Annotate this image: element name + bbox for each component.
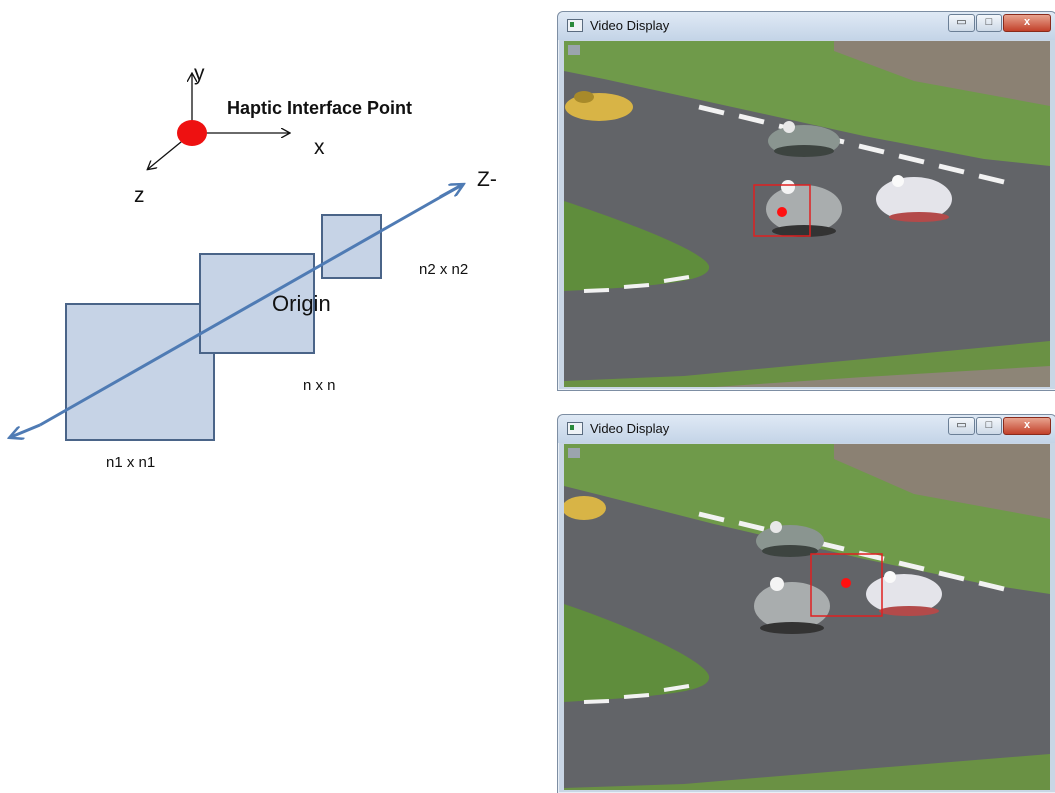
- app-icon: [567, 422, 583, 435]
- silver-car: [754, 577, 830, 634]
- video-frame: [564, 41, 1050, 387]
- haptic-point: [177, 120, 207, 146]
- point-label: Haptic Interface Point: [227, 98, 413, 118]
- size-n2-label: n2 x n2: [419, 261, 469, 278]
- minimize-button[interactable]: ▭: [948, 14, 975, 32]
- video-display-window-2[interactable]: Video Display ▭ □ x: [557, 414, 1055, 793]
- race-track-frame: [564, 444, 1050, 790]
- grey-car-far: [756, 521, 824, 557]
- race-track-frame: [564, 41, 1050, 387]
- box-n-origin: [199, 253, 315, 354]
- grass-left: [564, 201, 710, 291]
- z-axis-neg-arrow: [11, 423, 41, 437]
- video-frame: [564, 444, 1050, 790]
- close-button[interactable]: x: [1003, 14, 1051, 32]
- grey-car-far: [768, 121, 840, 157]
- maximize-button[interactable]: □: [976, 417, 1002, 435]
- axis-z-label: z: [134, 184, 145, 207]
- tracking-point: [841, 578, 851, 588]
- grass-bottom: [564, 754, 1050, 790]
- white-car: [876, 175, 952, 222]
- yellow-car: [564, 496, 606, 520]
- window-title: Video Display: [590, 421, 670, 436]
- window-titlebar[interactable]: Video Display ▭ □ x: [558, 12, 1055, 40]
- axis-x-label: x: [314, 136, 325, 159]
- grass-left: [564, 604, 710, 702]
- axis-y-label: y: [194, 62, 205, 85]
- close-button[interactable]: x: [1003, 417, 1051, 435]
- tracking-box: [810, 553, 883, 617]
- size-n-label: n x n: [303, 377, 336, 394]
- diagram-graphics: [0, 0, 545, 441]
- video-display-window-1[interactable]: Video Display ▭ □ x: [557, 11, 1055, 391]
- window-titlebar[interactable]: Video Display ▭ □ x: [558, 415, 1055, 443]
- origin-label: Origin: [272, 291, 331, 316]
- box-n1: [65, 303, 215, 441]
- window-title: Video Display: [590, 18, 670, 33]
- tracking-point: [777, 207, 787, 217]
- yellow-car: [565, 91, 633, 121]
- z-axis-line: [39, 184, 461, 427]
- size-n1-label: n1 x n1: [106, 454, 156, 471]
- minimize-button[interactable]: ▭: [948, 417, 975, 435]
- white-car: [866, 571, 942, 616]
- z-axis-label: Z-: [477, 168, 497, 191]
- haptic-diagram: y Haptic Interface Point x z Z- Origin n…: [0, 0, 545, 471]
- app-icon: [567, 19, 583, 32]
- tracking-box: [753, 184, 811, 237]
- maximize-button[interactable]: □: [976, 14, 1002, 32]
- silver-car: [766, 180, 842, 237]
